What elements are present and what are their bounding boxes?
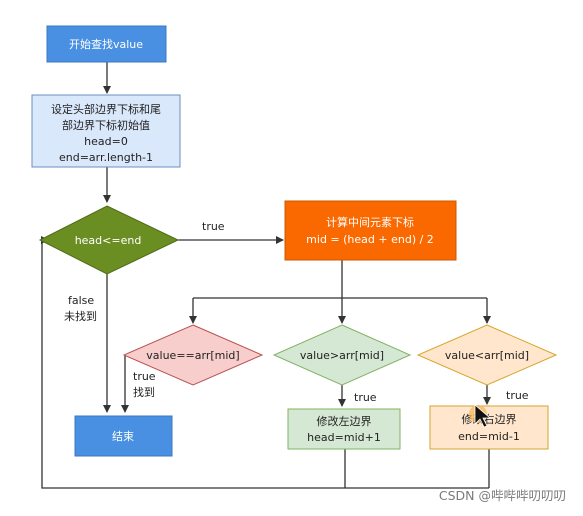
edge-cond-notfound-label: 未找到	[64, 309, 97, 323]
node-cond-label: head<=end	[75, 234, 142, 247]
node-eq-label: value==arr[mid]	[146, 349, 239, 362]
node-right-boundary: 修改右边界 end=mid-1	[429, 405, 549, 450]
node-init-line2: 部边界下标初始值	[62, 118, 150, 132]
node-left-boundary: 修改左边界 head=mid+1	[287, 408, 401, 450]
edge-gt-true-label: true	[354, 391, 377, 404]
node-eq: value==arr[mid]	[122, 324, 264, 386]
node-gt: value>arr[mid]	[272, 324, 412, 386]
node-init-line1: 设定头部边界下标和尾	[51, 102, 161, 116]
watermark: CSDN @哔哔哔叨叨叨	[439, 488, 566, 503]
edge-cond-false-label: false	[68, 294, 94, 307]
node-init: 设定头部边界下标和尾 部边界下标初始值 head=0 end=arr.lengt…	[31, 94, 181, 168]
node-mid: 计算中间元素下标 mid = (head + end) / 2	[284, 200, 457, 261]
node-gt-label: value>arr[mid]	[300, 349, 384, 362]
edge-lt-true-label: true	[506, 389, 529, 402]
node-lt: value<arr[mid]	[416, 324, 558, 386]
node-init-line3: head=0	[84, 135, 128, 148]
edge-eq-true-label: true	[133, 370, 156, 383]
node-lt-label: value<arr[mid]	[445, 349, 529, 362]
node-start-label: 开始查找value	[69, 37, 143, 51]
node-init-line4: end=arr.length-1	[59, 151, 153, 164]
node-mid-line2: mid = (head + end) / 2	[306, 233, 434, 246]
node-end-label: 结束	[112, 430, 134, 443]
node-end: 结束	[74, 415, 173, 457]
node-cond: head<=end	[38, 205, 180, 275]
node-left-line2: head=mid+1	[307, 431, 381, 444]
mouse-cursor-icon	[469, 404, 492, 428]
edge-eq-found-label: 找到	[133, 385, 155, 399]
node-left-line1: 修改左边界	[317, 414, 372, 428]
node-mid-line1: 计算中间元素下标	[326, 215, 414, 229]
edge-cond-true-label: true	[202, 220, 225, 233]
node-right-line2: end=mid-1	[458, 430, 520, 443]
node-start: 开始查找value	[46, 25, 167, 63]
